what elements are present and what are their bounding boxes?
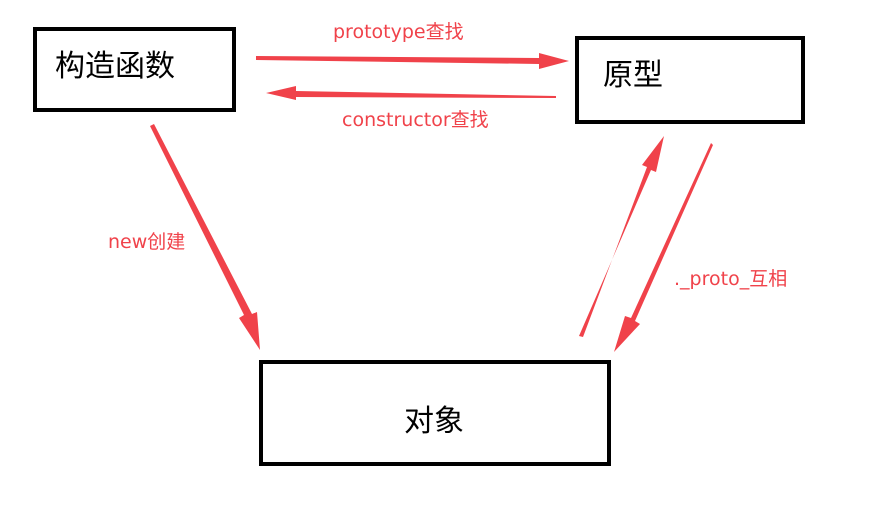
object-node bbox=[259, 360, 611, 466]
new-create-label: new创建 bbox=[108, 231, 186, 253]
prototype-node-label: 原型 bbox=[603, 58, 663, 93]
proto-up-arrow bbox=[579, 136, 664, 337]
new-create-arrow bbox=[150, 124, 260, 350]
prototype-node bbox=[575, 36, 805, 124]
constructor-node-label: 构造函数 bbox=[55, 49, 175, 84]
proto-down-arrow bbox=[614, 143, 713, 352]
prototype-lookup-label: prototype查找 bbox=[333, 21, 464, 43]
object-node-label: 对象 bbox=[404, 404, 464, 439]
constructor-node bbox=[33, 27, 236, 112]
constructor-lookup-label: constructor查找 bbox=[342, 109, 489, 131]
proto-mutual-label: ._proto_互相 bbox=[674, 268, 788, 290]
constructor-lookup-arrow bbox=[266, 86, 556, 100]
prototype-lookup-arrow bbox=[256, 53, 569, 69]
